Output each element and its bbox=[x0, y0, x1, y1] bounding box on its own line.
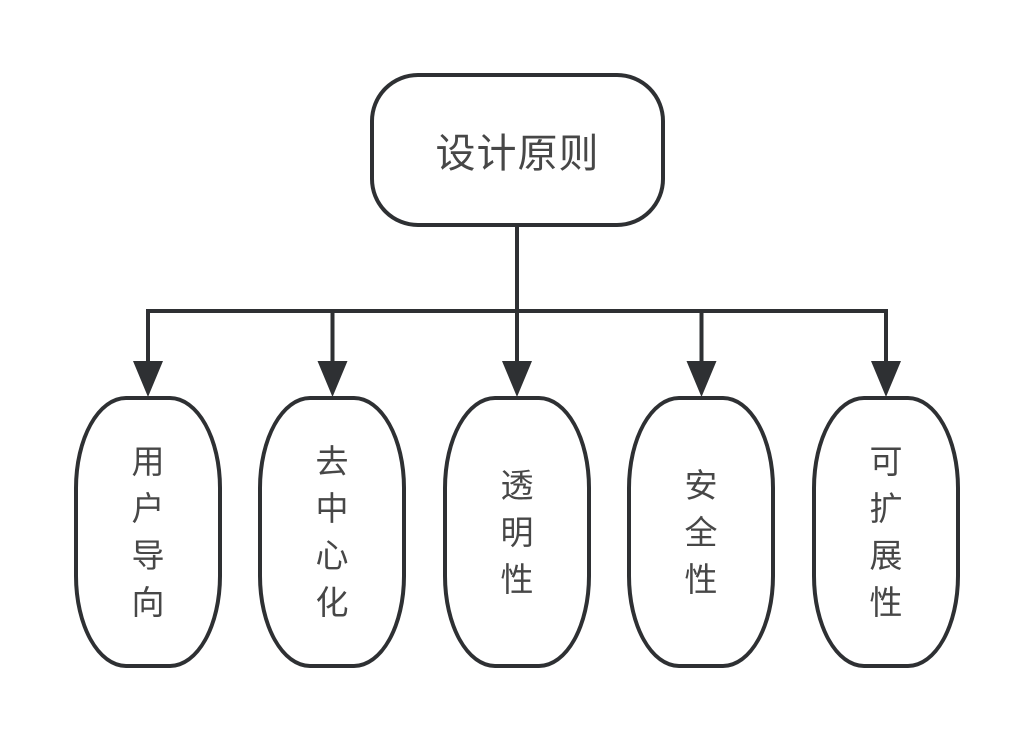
arrowhead-down-icon bbox=[502, 361, 532, 397]
node-label: 用户导向 bbox=[131, 443, 165, 621]
arrowhead-down-icon bbox=[871, 361, 901, 397]
node-decentralization: 去中心化 bbox=[258, 396, 406, 668]
arrowhead-down-icon bbox=[133, 361, 163, 397]
arrowhead-down-icon bbox=[686, 361, 717, 397]
arrowhead-down-icon bbox=[317, 361, 348, 397]
node-transparency: 透明性 bbox=[443, 396, 591, 668]
node-scalability: 可扩展性 bbox=[812, 396, 960, 668]
node-design-principles: 设计原则 bbox=[370, 73, 665, 227]
node-user-oriented: 用户导向 bbox=[74, 396, 222, 668]
node-label: 可扩展性 bbox=[869, 443, 903, 621]
node-security: 安全性 bbox=[627, 396, 775, 668]
node-label: 设计原则 bbox=[435, 132, 600, 176]
node-label: 安全性 bbox=[684, 466, 718, 598]
node-label: 去中心化 bbox=[315, 443, 349, 621]
node-label: 透明性 bbox=[500, 466, 534, 598]
